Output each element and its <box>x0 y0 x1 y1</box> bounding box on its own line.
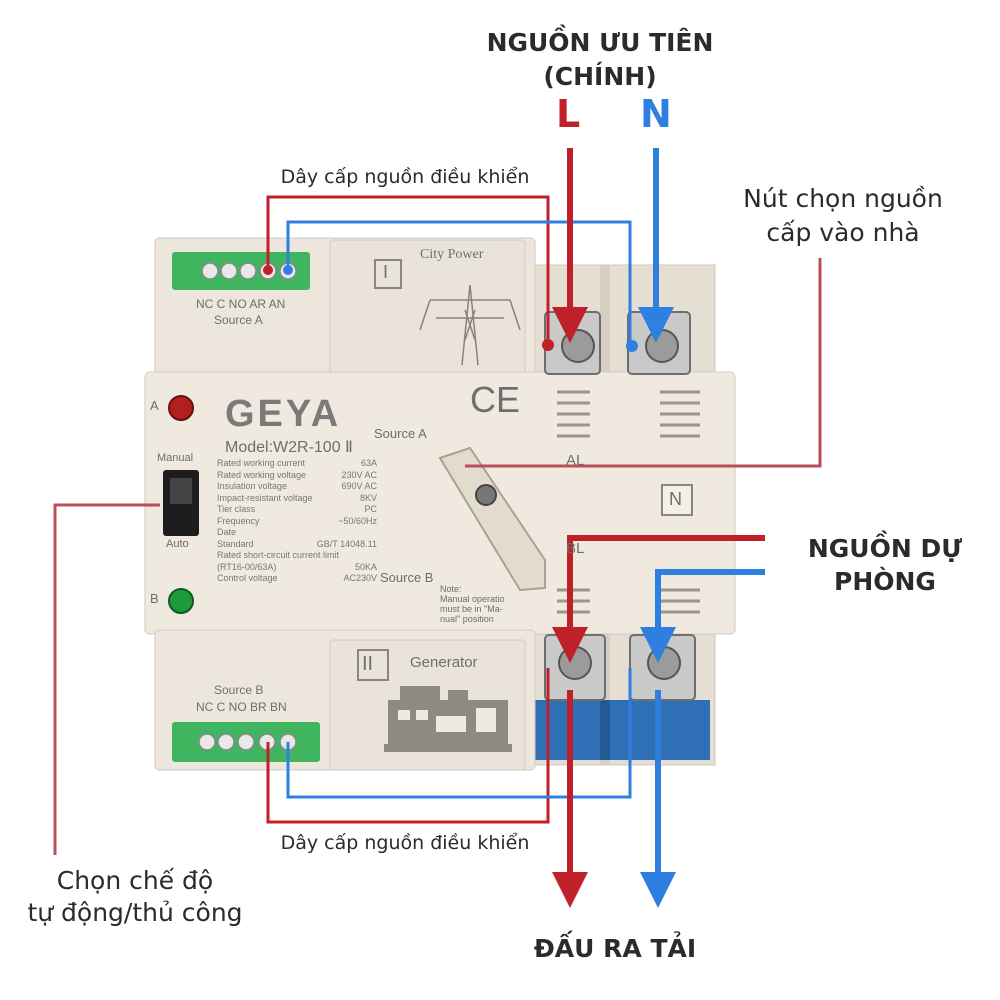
spec-key: Control voltage <box>217 573 278 583</box>
neutral-mark: N <box>669 489 682 509</box>
brand-logo: GEYA <box>225 393 342 435</box>
spec-key: Tier class <box>217 504 256 514</box>
priority-source-sub-label: (CHÍNH) <box>543 62 657 91</box>
terminals-b-label: NC C NO BR BN <box>196 700 287 714</box>
source-a-position-label: Source A <box>374 426 427 441</box>
line-n-label: N <box>640 92 672 136</box>
main-power-wiring <box>552 148 765 908</box>
control-wire-top-label: Dây cấp nguồn điều khiển <box>280 166 530 188</box>
roman-one-box <box>374 259 402 289</box>
spec-value: ~50/60Hz <box>338 515 377 526</box>
mode-label-2: tự động/thủ công <box>27 898 243 927</box>
roman-two: II <box>362 653 374 675</box>
note-line-3: must be in "Ma- <box>440 604 503 614</box>
spec-row: Standard GB/T 14048.11 <box>217 539 377 551</box>
spec-key: Impact-resistant voltage <box>217 492 313 503</box>
spec-key: (RT16-00/63A) <box>217 561 277 572</box>
spec-value: 8KV <box>359 492 377 503</box>
roman-one: I <box>383 262 389 282</box>
source-selector-handle[interactable] <box>438 446 546 592</box>
source-a-terminal-label: Source A <box>214 313 263 327</box>
manual-label: Manual <box>157 452 194 464</box>
spec-table: Rated working current 63A Rated working vo… <box>217 458 377 585</box>
ats-device <box>144 237 736 771</box>
spec-key: Rated working current <box>217 458 306 468</box>
spec-value: 50KA <box>354 561 377 572</box>
generator-label: Generator <box>410 654 478 671</box>
selector-label-1: Nút chọn nguồn <box>743 184 943 213</box>
note-title: Note: <box>440 584 462 594</box>
terminal-screws-b <box>198 733 297 751</box>
spec-row: (RT16-00/63A) 50KA <box>217 562 377 574</box>
indicator-a-label: A <box>150 398 159 413</box>
spec-value: PC <box>364 504 377 514</box>
terminal-screw-al-in <box>561 329 595 363</box>
spec-row: Frequency ~50/60Hz <box>217 516 377 528</box>
spec-value: GB/T 14048.11 <box>316 538 377 549</box>
ce-mark: CE <box>470 379 521 420</box>
terminal-screw-n-out <box>647 646 681 680</box>
indicator-b-label: B <box>150 591 159 606</box>
load-output-label: ĐẤU RA TẢI <box>533 934 697 963</box>
terminal-screws-a <box>201 262 297 280</box>
bl-label: BL <box>566 540 585 557</box>
control-wiring <box>263 195 638 824</box>
spec-key: Insulation voltage <box>217 481 288 491</box>
city-power-label: City Power <box>420 247 484 262</box>
control-wire-bottom-label: Dây cấp nguồn điều khiển <box>280 832 530 854</box>
spec-row: Rated working current 63A <box>217 458 377 470</box>
spec-row: Date <box>217 527 377 539</box>
selector-leader <box>465 258 822 468</box>
auto-label: Auto <box>166 538 189 550</box>
terminal-screw-bl-out <box>558 646 592 680</box>
spec-row: Impact-resistant voltage 8KV <box>217 493 377 505</box>
spec-row: Tier class PC <box>217 504 377 516</box>
indicator-a-lamp <box>168 395 194 421</box>
source-b-position-label: Source B <box>380 570 434 585</box>
spec-row: Insulation voltage 690V AC <box>217 481 377 493</box>
spec-key: Rated short-circuit current limit <box>217 550 340 560</box>
roman-two-box <box>357 649 389 681</box>
callout-leaders <box>53 258 822 855</box>
backup-source-sub-label: PHÒNG <box>834 567 936 596</box>
indicator-b-lamp <box>168 588 194 614</box>
spec-row: Control voltage AC230V <box>217 573 377 585</box>
spec-key: Date <box>217 527 237 537</box>
priority-source-label: NGUỒN ƯU TIÊN <box>486 28 714 57</box>
terminal-screw-n-in <box>645 329 679 363</box>
spec-key: Standard <box>217 538 254 549</box>
mode-label-1: Chọn chế độ <box>56 866 214 895</box>
spec-value: 230V AC <box>341 469 377 480</box>
neutral-mark-box <box>661 484 693 516</box>
backup-source-label: NGUỒN DỰ <box>807 534 963 563</box>
source-b-terminal-label: Source B <box>214 683 264 697</box>
al-label: AL <box>566 452 585 469</box>
mode-leader <box>53 503 160 855</box>
vent-slots <box>557 390 700 614</box>
spec-value: 690V AC <box>341 481 377 491</box>
spec-key: Frequency <box>217 515 260 526</box>
spec-value: AC230V <box>343 573 377 583</box>
backup-neutral-wire <box>640 569 765 663</box>
blue-base <box>535 700 710 760</box>
terminals-a-label: NC C NO AR AN <box>196 297 286 311</box>
spec-row: Rated working voltage 230V AC <box>217 470 377 482</box>
spec-key: Rated working voltage <box>217 469 307 480</box>
spec-value: 63A <box>360 458 377 468</box>
spec-row: Rated short-circuit current limit <box>217 550 377 562</box>
model-label: Model:W2R-100 Ⅱ <box>225 439 353 456</box>
city-power-pylon-icon <box>419 284 521 366</box>
note-line-2: Manual operatio <box>440 594 505 604</box>
backup-line-wire <box>552 535 765 663</box>
line-l-label: L <box>556 92 581 136</box>
note-line-4: nual" position <box>440 614 494 624</box>
selector-label-2: cấp vào nhà <box>766 218 920 247</box>
